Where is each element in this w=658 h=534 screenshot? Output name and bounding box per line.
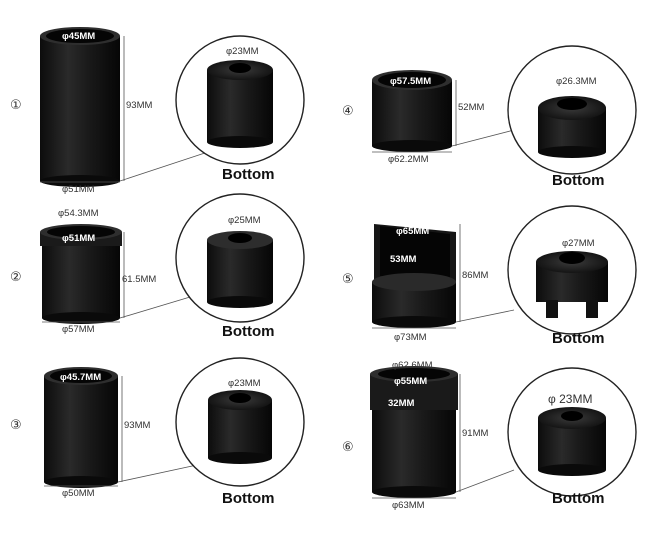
- socket-2: [40, 224, 122, 324]
- panel-3-hole-diameter: φ23MM: [228, 378, 261, 389]
- panel-1-top-diameter: φ45MM: [62, 31, 96, 42]
- panel-5-bottom-label: Bottom: [552, 330, 605, 347]
- panel-4-top-diameter: φ57.5MM: [390, 76, 432, 87]
- bottom-detail-1: [175, 35, 305, 165]
- panel-6-top-diameter: φ55MM: [394, 376, 428, 387]
- panel-2-height: 61.5MM: [122, 274, 157, 285]
- socket-3: [44, 367, 118, 488]
- panel-4-height: 52MM: [458, 102, 485, 113]
- panel-6-top-outer-diameter: φ62.6MM: [392, 360, 433, 371]
- panel-3-height: 93MM: [124, 420, 151, 431]
- panel-6-height: 91MM: [462, 428, 489, 439]
- bottom-detail-6: [507, 367, 637, 497]
- socket-4: [372, 70, 452, 152]
- dimension-lines-1: [40, 36, 221, 183]
- panel-2-bottom-diameter: φ57MM: [62, 324, 95, 335]
- bottom-detail-3: [175, 357, 305, 487]
- panel-5-hole-diameter: φ27MM: [562, 238, 595, 249]
- bottom-detail-5: [507, 205, 637, 335]
- panel-3-top-diameter: φ45.7MM: [60, 372, 102, 383]
- bottom-detail-2: [175, 193, 305, 323]
- panel-6-bottom-label: Bottom: [552, 490, 605, 507]
- panel-2-top-outer-diameter: φ54.3MM: [58, 208, 99, 219]
- panel-5-height: 86MM: [462, 270, 489, 281]
- panel-1-number: ①: [10, 98, 22, 113]
- panel-2-top-diameter: φ51MM: [62, 233, 96, 244]
- panel-5-bottom-diameter: φ73MM: [394, 332, 427, 343]
- panel-1-height: 93MM: [126, 100, 153, 111]
- panel-6-hole-diameter: φ 23MM: [548, 392, 593, 406]
- panel-1-bottom-diameter: φ51MM: [62, 184, 95, 195]
- panel-1-bottom-label: Bottom: [222, 166, 275, 183]
- panel-5-number: ⑤: [342, 272, 354, 287]
- panel-6-number: ⑥: [342, 440, 354, 455]
- socket-5: [372, 224, 456, 328]
- panel-6-bottom-diameter: φ63MM: [392, 500, 425, 511]
- socket-6: [370, 366, 458, 498]
- panel-4-bottom-diameter: φ62.2MM: [388, 154, 429, 165]
- bottom-detail-4: [507, 45, 637, 175]
- panel-3-bottom-diameter: φ50MM: [62, 488, 95, 499]
- panel-4-bottom-label: Bottom: [552, 172, 605, 189]
- panel-2-number: ②: [10, 270, 22, 285]
- panel-1-hole-diameter: φ23MM: [226, 46, 259, 57]
- panel-3-bottom-label: Bottom: [222, 490, 275, 507]
- panel-3-number: ③: [10, 418, 22, 433]
- panel-6-inner-height: 32MM: [388, 398, 415, 409]
- panel-2-hole-diameter: φ25MM: [228, 215, 261, 226]
- panel-5-inner-height: 53MM: [390, 254, 417, 265]
- panel-2-bottom-label: Bottom: [222, 323, 275, 340]
- panel-4-hole-diameter: φ26.3MM: [556, 76, 597, 87]
- panel-4-number: ④: [342, 104, 354, 119]
- socket-1: [40, 27, 120, 187]
- panel-5-top-diameter: φ65MM: [396, 226, 430, 237]
